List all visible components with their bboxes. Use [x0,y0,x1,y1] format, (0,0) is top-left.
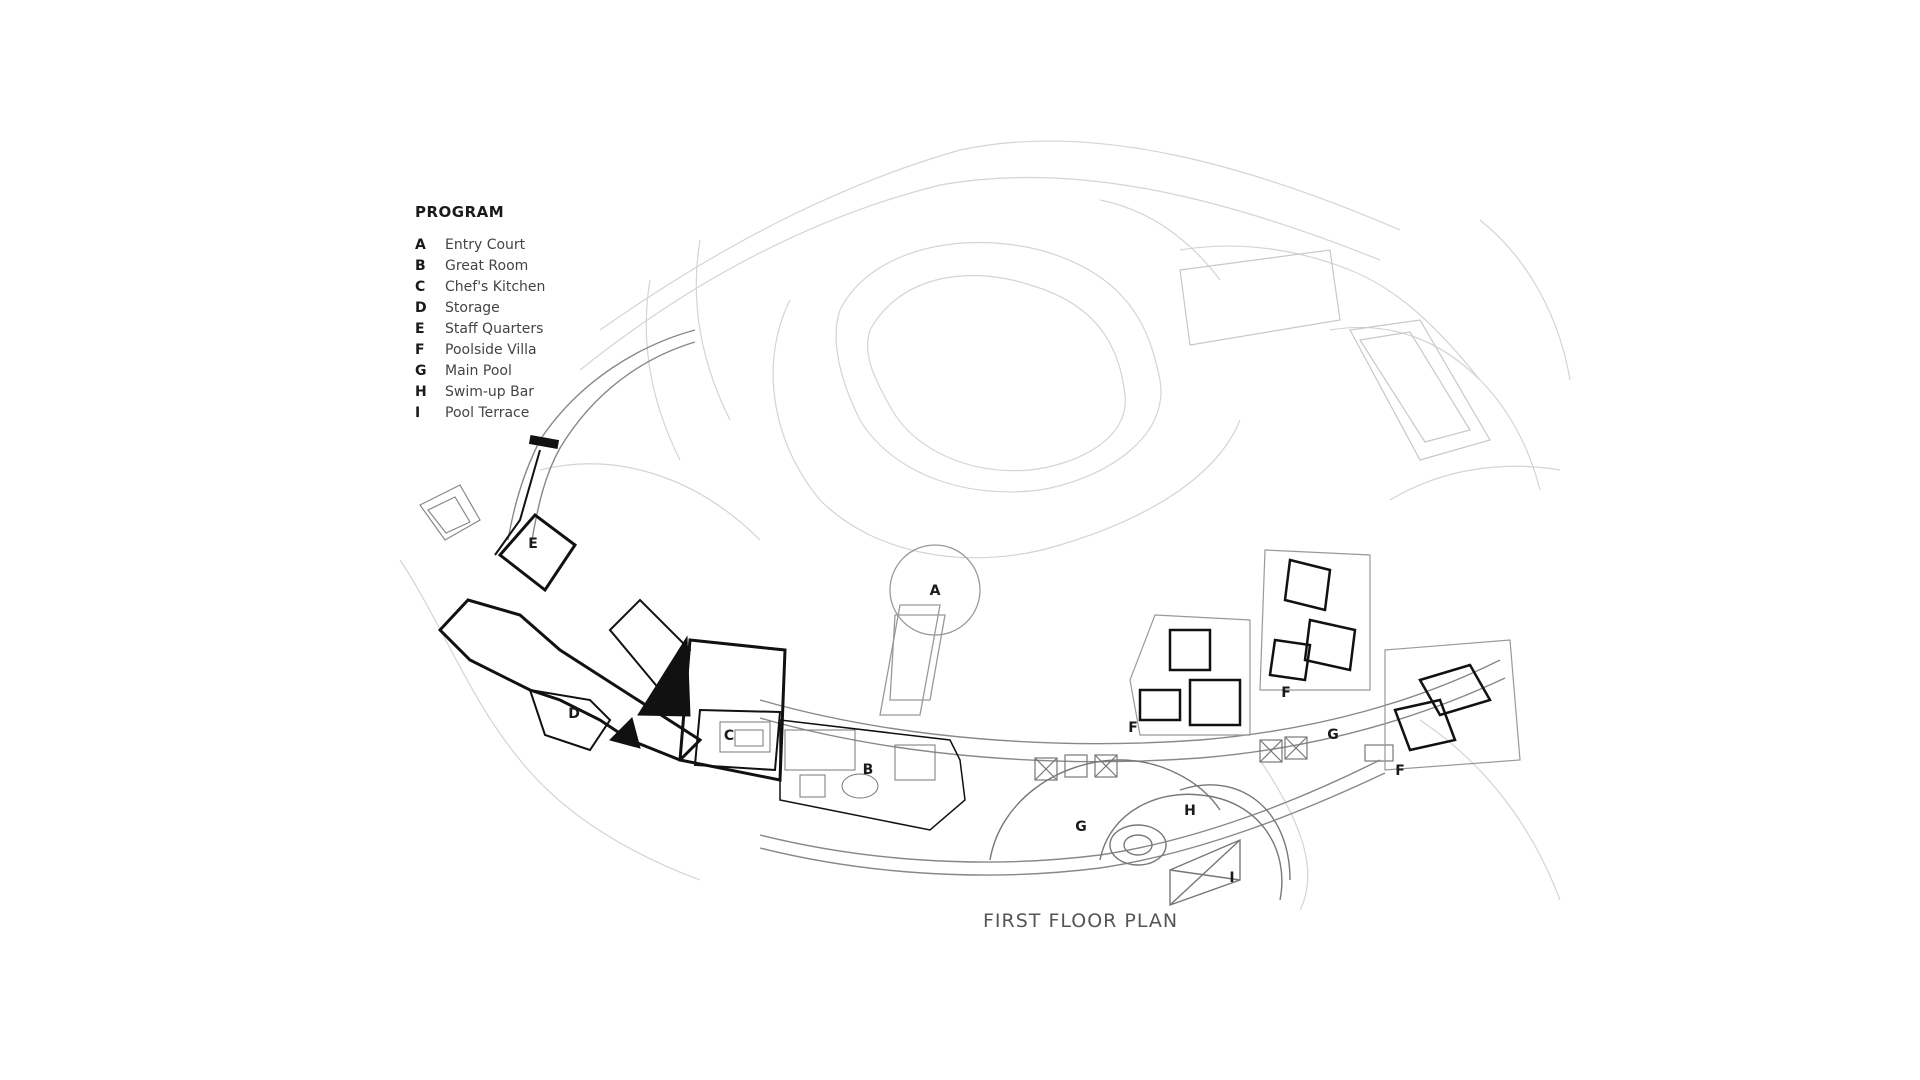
legend-label: Great Room [445,257,529,274]
legend-item: G Main Pool [415,360,545,381]
legend-key: C [415,278,426,295]
legend-label: Pool Terrace [445,404,530,421]
legend-label: Staff Quarters [445,320,544,337]
entry-court [879,544,981,716]
main-building-walls [437,449,966,831]
legend-label: Main Pool [445,362,512,379]
label-f2: F [1281,685,1291,701]
legend-item: H Swim-up Bar [415,381,545,402]
legend-item: B Great Room [415,255,545,276]
legend-key: E [415,320,425,337]
legend-key: A [415,236,426,253]
label-f1: F [1128,720,1138,736]
label-h: H [1184,803,1196,819]
legend-item: C Chef's Kitchen [415,276,545,297]
pool-area [989,759,1291,906]
entry-pavilion [419,484,481,541]
label-d: D [568,706,580,722]
area-labels: A B C D E F F F G G H I [528,536,1405,886]
villa-surrounds [1129,549,1521,771]
solid-wall-mass [528,435,691,749]
pool-loungers [1034,736,1394,781]
label-g1: G [1075,819,1087,835]
legend-item: D Storage [415,297,545,318]
legend-item: E Staff Quarters [415,318,545,339]
villa-walls [1138,558,1492,752]
label-c: C [724,728,734,744]
furniture [719,721,936,799]
legend-item: F Poolside Villa [415,339,545,360]
legend-item: A Entry Court [415,234,545,255]
legend-key: H [415,383,427,400]
legend-label: Poolside Villa [445,341,537,358]
existing-structures [1179,249,1491,461]
label-f3: F [1395,763,1405,779]
legend-key: G [415,362,427,379]
legend-title: PROGRAM [415,203,505,221]
topo-contours [399,140,1571,911]
legend-key: I [415,404,421,421]
label-i: I [1229,870,1234,886]
plan-title: FIRST FLOOR PLAN [983,910,1179,932]
legend-label: Chef's Kitchen [445,278,546,295]
legend-item: I Pool Terrace [415,402,545,423]
legend-key: B [415,257,426,274]
walkways [507,329,1506,876]
legend-label: Entry Court [445,236,526,253]
legend-key: F [415,341,425,358]
label-a: A [930,583,941,599]
label-g2: G [1327,727,1339,743]
label-b: B [863,762,874,778]
program-legend: PROGRAM A Entry Court B Great Room C Che… [415,203,545,423]
legend-label: Swim-up Bar [445,383,535,400]
legend-key: D [415,299,427,316]
legend-label: Storage [445,299,500,316]
label-e: E [528,536,538,552]
